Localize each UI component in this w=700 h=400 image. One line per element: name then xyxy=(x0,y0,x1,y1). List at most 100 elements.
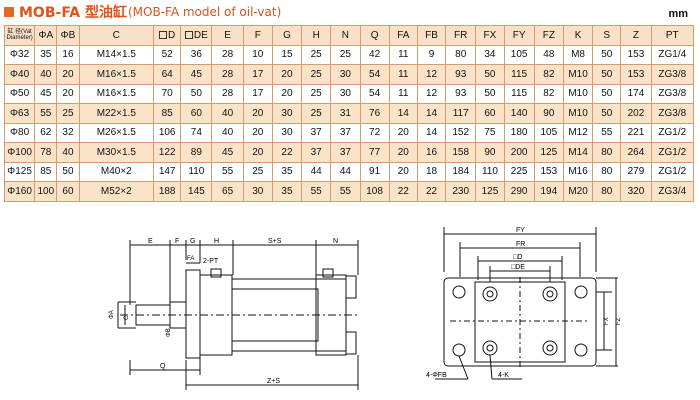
table-cell: M16×1.5 xyxy=(78,83,155,104)
table-cell: 62 xyxy=(34,122,58,143)
table-cell: Φ160 xyxy=(3,181,36,202)
table-cell: 25 xyxy=(301,64,332,85)
table-cell: 174 xyxy=(620,83,652,104)
end-view-drawing: FY FR □D □DE FX FZ 4-ΦFB 4-K xyxy=(426,227,620,380)
table-cell: 30 xyxy=(271,122,303,143)
table-cell: 108 xyxy=(359,181,390,202)
table-cell: 37 xyxy=(330,122,361,143)
table-cell: 110 xyxy=(180,161,213,182)
square-icon xyxy=(159,31,168,40)
table-cell: 45 xyxy=(34,83,58,104)
dim-ss-label: S+S xyxy=(268,238,282,245)
unit-label: mm xyxy=(668,8,688,20)
table-cell: 202 xyxy=(620,103,652,124)
table-cell: M12 xyxy=(562,122,594,143)
table-cell: 80 xyxy=(592,181,622,202)
table-cell: 76 xyxy=(359,103,390,124)
table-header-17: FZ xyxy=(533,25,564,46)
table-cell: 320 xyxy=(620,181,652,202)
table-cell: 85 xyxy=(34,161,58,182)
dim-phia-label: ΦA xyxy=(109,310,115,319)
table-cell: 91 xyxy=(359,161,390,182)
table-cell: 37 xyxy=(301,122,332,143)
table-cell: 40 xyxy=(211,122,244,143)
table-cell: 74 xyxy=(180,122,213,143)
table-cell: ZG3/8 xyxy=(650,103,695,124)
table-cell: 11 xyxy=(388,44,418,65)
table-cell: 110 xyxy=(475,161,505,182)
table-cell: 54 xyxy=(359,83,390,104)
dim-d-label: □D xyxy=(513,254,522,261)
table-cell: Φ100 xyxy=(3,142,36,163)
table-cell: 50 xyxy=(475,64,505,85)
table-cell: 11 xyxy=(388,83,418,104)
table-cell: 105 xyxy=(533,122,564,143)
table-cell: M20 xyxy=(562,181,594,202)
table-cell: 34 xyxy=(475,44,505,65)
table-cell: 50 xyxy=(592,44,622,65)
port-label: 2-PT xyxy=(203,258,219,265)
table-cell: 35 xyxy=(34,44,58,65)
table-header-5: DE xyxy=(180,25,213,46)
table-cell: 16 xyxy=(416,142,447,163)
table-cell: ZG1/2 xyxy=(650,161,695,182)
table-cell: 60 xyxy=(180,103,213,124)
table-cell: 20 xyxy=(56,83,80,104)
table-cell: 188 xyxy=(153,181,182,202)
table-cell: M14×1.5 xyxy=(78,44,155,65)
table-cell: 50 xyxy=(180,83,213,104)
table-cell: 30 xyxy=(271,103,303,124)
table-cell: 25 xyxy=(330,44,361,65)
table-cell: M10 xyxy=(562,103,594,124)
table-cell: 77 xyxy=(359,142,390,163)
table-cell: 14 xyxy=(388,103,418,124)
table-cell: Φ50 xyxy=(3,83,36,104)
square-icon xyxy=(184,31,193,40)
table-cell: 105 xyxy=(503,44,535,65)
table-cell: 264 xyxy=(620,142,652,163)
table-cell: 115 xyxy=(503,64,535,85)
table-cell: 17 xyxy=(242,64,273,85)
table-cell: 93 xyxy=(445,64,477,85)
table-cell: 60 xyxy=(56,181,80,202)
table-cell: 221 xyxy=(620,122,652,143)
table-header-6: E xyxy=(211,25,244,46)
table-cell: 20 xyxy=(242,103,273,124)
table-header-8: G xyxy=(271,25,303,46)
table-cell: 279 xyxy=(620,161,652,182)
table-cell: 122 xyxy=(153,142,182,163)
table-cell: 194 xyxy=(533,181,564,202)
dim-c-label: C xyxy=(124,315,130,320)
table-cell: 100 xyxy=(34,181,58,202)
table-cell: 50 xyxy=(56,161,80,182)
side-view-drawing: E F G H S+S N FA 2-PT ΦA C ΦB Q Z+S xyxy=(109,238,360,390)
table-cell: 35 xyxy=(271,181,303,202)
table-header-21: PT xyxy=(650,25,695,46)
table-cell: 20 xyxy=(271,83,303,104)
table-cell: 55 xyxy=(34,103,58,124)
table-cell: 106 xyxy=(153,122,182,143)
table-cell: 55 xyxy=(301,181,332,202)
dim-fr-label: FR xyxy=(516,241,525,248)
table-cell: 20 xyxy=(388,161,418,182)
table-cell: 153 xyxy=(620,44,652,65)
table-cell: 40 xyxy=(56,142,80,163)
table-cell: ZG1/2 xyxy=(650,142,695,163)
title-sub: (MOB-FA model of oil-vat) xyxy=(127,5,282,19)
table-cell: 20 xyxy=(242,122,273,143)
table-cell: Φ32 xyxy=(3,44,36,65)
table-cell: 200 xyxy=(503,142,535,163)
table-cell: 44 xyxy=(301,161,332,182)
table-cell: 32 xyxy=(56,122,80,143)
table-cell: M40×2 xyxy=(78,161,155,182)
table-cell: 10 xyxy=(242,44,273,65)
table-header-1: ΦA xyxy=(34,25,58,46)
table-cell: Φ40 xyxy=(3,64,36,85)
table-cell: 117 xyxy=(445,103,477,124)
